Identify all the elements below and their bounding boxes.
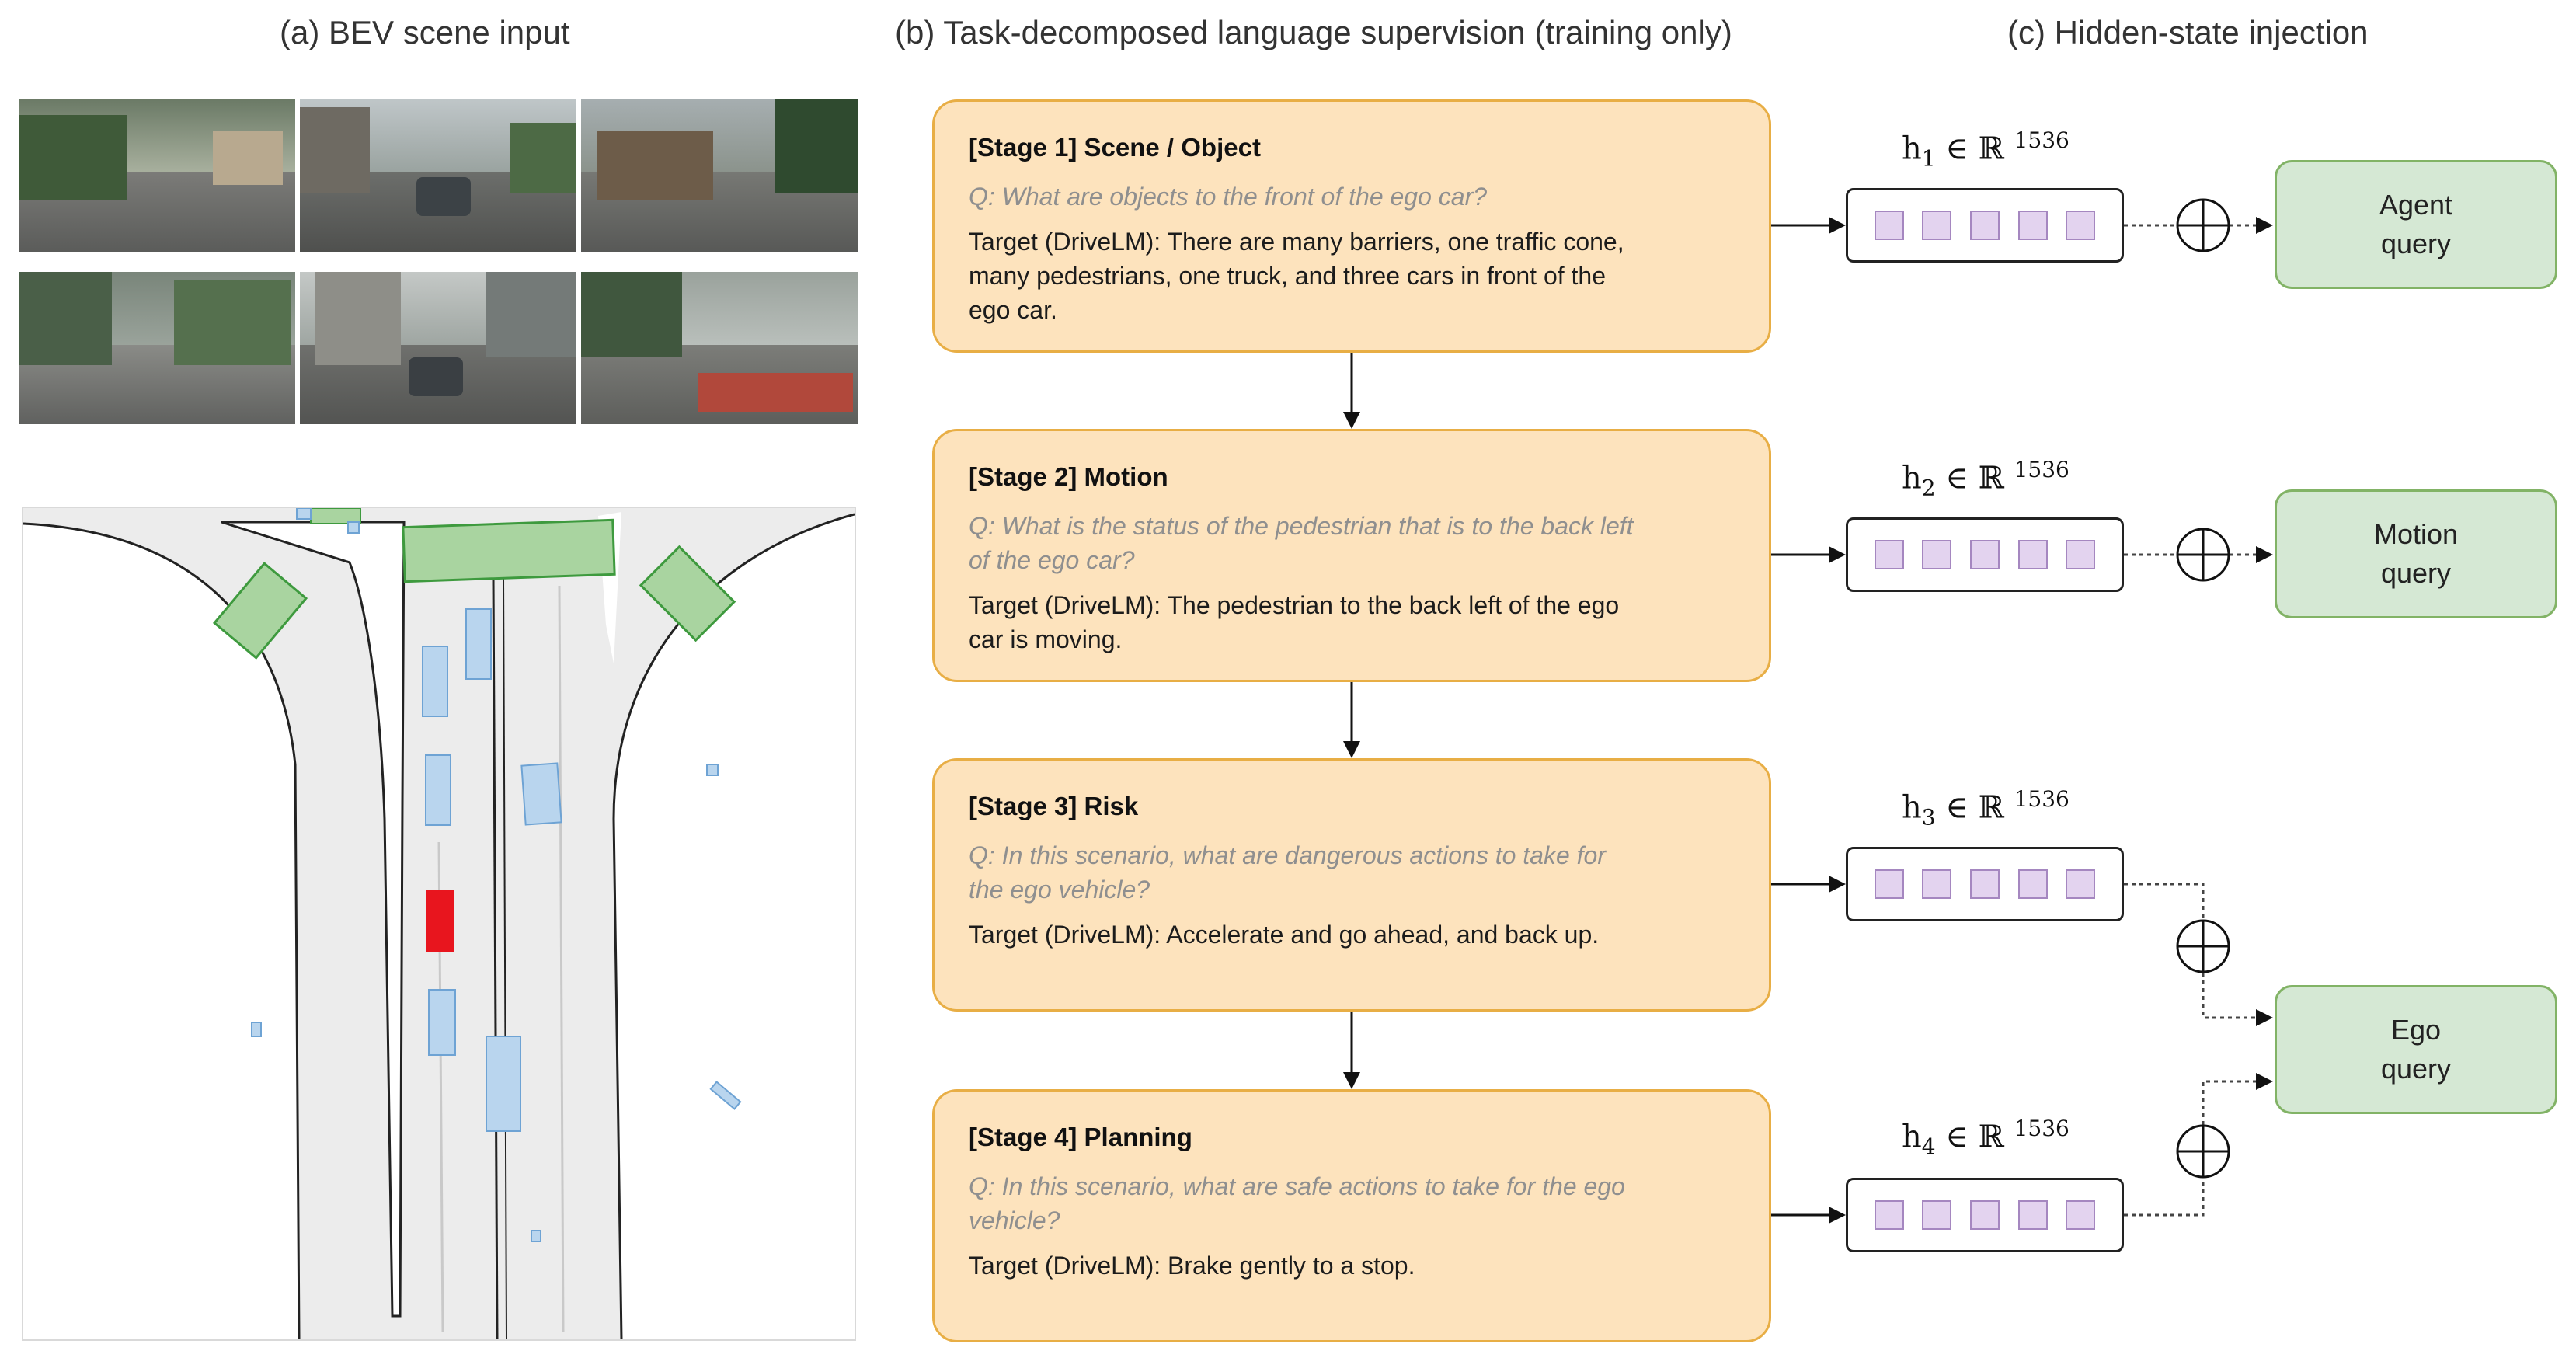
camera-back <box>300 272 576 424</box>
token <box>1969 1200 2000 1230</box>
stage-target: Target (DriveLM): Accelerate and go ahea… <box>969 921 1600 949</box>
token <box>2017 211 2048 240</box>
token <box>1922 540 1952 569</box>
panel-a-title: (a) BEV scene input <box>280 14 570 50</box>
crosswalk <box>639 545 736 642</box>
stage-2-box: [Stage 2] Motion Q: What is the status o… <box>932 429 1771 682</box>
agent-box <box>706 764 719 776</box>
stage-question: Q: What are objects to the front of the … <box>969 183 1488 211</box>
stage-target: Target (DriveLM): Brake gently to a stop… <box>969 1252 1415 1280</box>
token <box>1969 540 2000 569</box>
agent-box <box>428 989 456 1056</box>
hidden-state-label-4: h4 ∈ ℝ 1536 <box>1902 1116 2070 1160</box>
token <box>2017 869 2048 899</box>
hidden-state-label-3: h3 ∈ ℝ 1536 <box>1902 786 2070 830</box>
stage-3-box: [Stage 3] Risk Q: In this scenario, what… <box>932 758 1771 1012</box>
crosswalk <box>212 562 308 660</box>
token <box>2066 869 2096 899</box>
camera-back-left <box>19 272 295 424</box>
token <box>2066 211 2096 240</box>
token <box>1874 211 1904 240</box>
agent-query-box: Agent query <box>2275 160 2557 289</box>
stage-target: Target (DriveLM): The pedestrian to the … <box>969 591 1620 653</box>
token <box>2066 1200 2096 1230</box>
token <box>1922 211 1952 240</box>
plus-circle-icon <box>2176 198 2230 252</box>
agent-box <box>465 608 492 680</box>
agent-box <box>347 521 360 534</box>
stage-question: Q: In this scenario, what are dangerous … <box>969 841 1606 904</box>
plus-circle-icon <box>2176 919 2230 973</box>
stage-title: [Stage 3] Risk <box>969 792 1139 820</box>
token <box>1969 869 2000 899</box>
panel-b-title: (b) Task-decomposed language supervision… <box>895 14 1732 50</box>
ego-query-box: Ego query <box>2275 985 2557 1114</box>
token <box>1874 869 1904 899</box>
agent-box <box>486 1036 521 1132</box>
token <box>1969 211 2000 240</box>
stage-question: Q: What is the status of the pedestrian … <box>969 512 1634 574</box>
stage-title: [Stage 1] Scene / Object <box>969 133 1261 162</box>
stage-question: Q: In this scenario, what are safe actio… <box>969 1172 1625 1234</box>
agent-box <box>296 508 312 520</box>
agent-box <box>709 1081 742 1110</box>
agent-box <box>520 762 562 826</box>
hidden-state-label-1: h1 ∈ ℝ 1536 <box>1902 127 2070 172</box>
bev-map-drawing <box>23 508 855 1339</box>
bev-map <box>22 507 856 1341</box>
token <box>2017 1200 2048 1230</box>
token <box>2066 540 2096 569</box>
ego-vehicle <box>426 890 454 952</box>
stage-target: Target (DriveLM): There are many barrier… <box>969 228 1624 324</box>
token <box>1874 540 1904 569</box>
agent-box <box>425 754 451 826</box>
token <box>2017 540 2048 569</box>
panel-c-title: (c) Hidden-state injection <box>2007 14 2369 50</box>
token <box>1874 1200 1904 1230</box>
plus-circle-icon <box>2176 1124 2230 1179</box>
hidden-state-tokens-3 <box>1846 847 2124 921</box>
hidden-state-tokens-2 <box>1846 517 2124 592</box>
crosswalk <box>402 518 616 583</box>
camera-front-left <box>19 99 295 252</box>
plus-circle-icon <box>2176 528 2230 582</box>
camera-image-grid <box>19 99 858 427</box>
stage-1-box: [Stage 1] Scene / Object Q: What are obj… <box>932 99 1771 353</box>
hidden-state-tokens-1 <box>1846 188 2124 263</box>
stage-4-box: [Stage 4] Planning Q: In this scenario, … <box>932 1089 1771 1342</box>
token <box>1922 869 1952 899</box>
hidden-state-tokens-4 <box>1846 1178 2124 1252</box>
hidden-state-label-2: h2 ∈ ℝ 1536 <box>1902 457 2070 501</box>
token <box>1922 1200 1952 1230</box>
stage-title: [Stage 4] Planning <box>969 1123 1192 1151</box>
agent-box <box>531 1230 541 1242</box>
agent-box <box>422 646 448 717</box>
agent-box <box>251 1022 262 1037</box>
stage-title: [Stage 2] Motion <box>969 462 1168 491</box>
camera-front-right <box>581 99 858 252</box>
camera-front <box>300 99 576 252</box>
motion-query-box: Motion query <box>2275 489 2557 618</box>
camera-back-right <box>581 272 858 424</box>
